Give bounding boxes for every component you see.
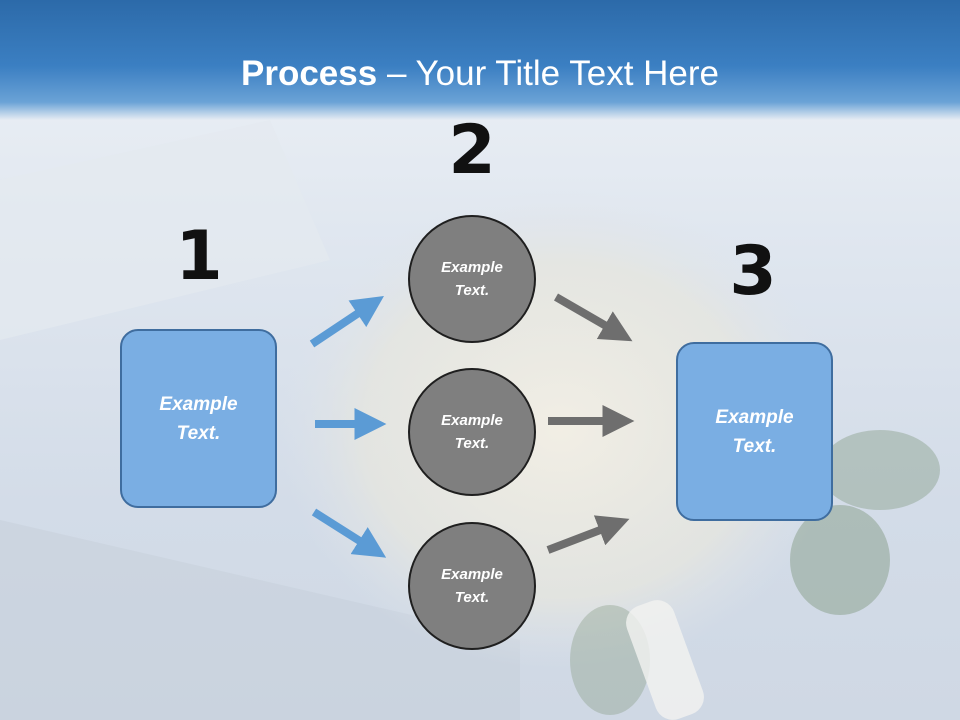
circle-1-line1: Example bbox=[441, 259, 503, 276]
left-box-line1: Example bbox=[159, 393, 238, 415]
arrow-to-circle-1 bbox=[309, 296, 384, 348]
circle-2-line1: Example bbox=[441, 412, 503, 429]
title-band bbox=[0, 0, 960, 120]
right-box-line1: Example bbox=[715, 406, 794, 428]
title-bold: Process bbox=[241, 54, 378, 93]
right-box-line2: Text. bbox=[732, 435, 777, 457]
circle-1-line2: Text. bbox=[454, 282, 490, 299]
circle-3-line1: Example bbox=[441, 566, 503, 583]
circle-3-line2: Text. bbox=[454, 589, 490, 606]
arrow-from-circle-1 bbox=[553, 293, 633, 342]
step-number-3: 3 bbox=[729, 232, 777, 311]
step-number-2: 2 bbox=[448, 111, 496, 190]
title-rest: – Your Title Text Here bbox=[377, 54, 719, 93]
circle-3[interactable]: Example Text. bbox=[408, 522, 536, 650]
slide-title: Process – Your Title Text Here bbox=[0, 52, 960, 96]
circle-1[interactable]: Example Text. bbox=[408, 215, 536, 343]
step-number-1: 1 bbox=[175, 217, 223, 296]
left-box-line2: Text. bbox=[176, 422, 221, 444]
arrow-to-circle-3 bbox=[311, 508, 387, 558]
circle-2[interactable]: Example Text. bbox=[408, 368, 536, 496]
arrow-from-circle-3 bbox=[546, 515, 630, 554]
circle-2-line2: Text. bbox=[454, 435, 490, 452]
